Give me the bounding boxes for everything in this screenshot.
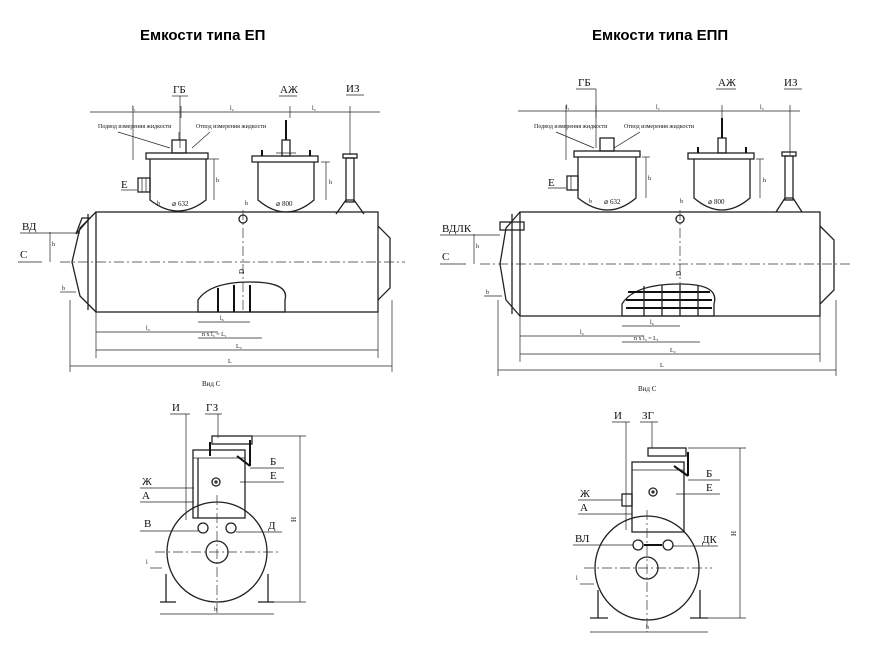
label-b: Б [270,456,276,468]
note-supply-r: Подвод измерения жидкости [534,124,608,130]
dim-D: D [238,269,246,274]
dim-H: H [290,517,298,522]
dim-b-end-r: b [646,625,649,631]
left-side-view: l₁ l₂ l₃ ГБ АЖ ИЗ Подвод измерения жидко… [18,83,405,372]
dim-b1-r: b [589,199,592,205]
dim-d800: ⌀ 800 [276,200,293,208]
right-end-view: И ЗГ Б Е Ж А ВЛ ДК l [573,410,746,633]
note-supply: Подвод измерения жидкости [98,124,172,130]
title-left: Емкости типа ЕП [140,27,266,44]
dim-l6-r: l₆ [650,320,654,326]
dim-s-left-r: b [486,290,489,296]
label-zg: ЗГ [642,410,654,422]
label-b-r: Б [706,468,712,480]
dim-H-r: H [730,531,738,536]
view-caption-right: Вид С [638,385,657,393]
label-iz-r: ИЗ [784,77,798,89]
label-i: И [172,402,180,414]
note-drain: Отвод измерения жидкости [196,124,267,130]
dim-l4-r: l₄ [580,330,584,336]
note-drain-r: Отвод измерения жидкости [624,124,695,130]
dim-nl5: n x l₅ = L₁ [202,332,227,338]
label-vd: ВД [22,221,37,233]
label-c: С [20,249,27,261]
dim-l6: l₆ [220,316,224,322]
dim-L2: L₂ [236,344,242,350]
dim-h1-r: h [648,176,651,182]
dim-L: L [228,359,232,365]
right-side-view: l₁ l₂ l₃ ГБ АЖ ИЗ Подвод измерения жидко… [440,77,850,376]
dim-L-r: L [660,363,664,369]
dim-l2: l₂ [230,106,234,112]
dim-l-end-r: l [576,576,578,582]
dim-h-left: h [52,242,55,248]
label-azh-r: АЖ [718,77,736,89]
label-e-end: Е [270,470,277,482]
dim-nl5-r: n x l₅ = L₁ [634,336,659,342]
dim-L2-r: L₂ [670,348,676,354]
dim-l1: l₁ [132,106,136,112]
label-a: А [142,490,150,502]
left-end-view: И ГЗ Б Е Ж А В Д [140,402,306,615]
dim-b2-r: b [680,199,683,205]
dim-h2: h [329,180,332,186]
dim-l3: l₃ [312,106,316,112]
dim-b1: b [157,201,160,207]
dim-h-left-r: h [476,244,479,250]
label-iz: ИЗ [346,83,360,95]
dim-l4: l₄ [146,326,150,332]
view-caption-left: Вид С [202,380,221,388]
dim-h1: h [216,178,219,184]
dim-s-left: b [62,286,65,292]
label-d: Д [268,520,276,532]
label-i-r: И [614,410,622,422]
label-e-end-r: Е [706,482,713,494]
label-a-r: А [580,502,588,514]
label-dk: ДК [702,534,718,546]
title-right: Емкости типа ЕПП [592,27,729,44]
dim-d632-r: ⌀ 632 [604,198,621,206]
label-gb: ГБ [173,84,186,96]
dim-l2-r: l₂ [656,105,660,111]
label-v: В [144,518,151,530]
label-e-r: Е [548,177,555,189]
label-vdlk: ВДЛК [442,223,472,235]
dim-b-end: b [214,607,217,613]
dim-l3-r: l₃ [760,105,764,111]
label-gz: ГЗ [206,402,219,414]
label-vl: ВЛ [575,533,590,545]
dim-d800-r: ⌀ 800 [708,198,725,206]
label-zh-r: Ж [580,488,590,500]
dim-l-end: l [146,560,148,566]
dim-l1-r: l₁ [566,105,570,111]
label-zh: Ж [142,476,152,488]
dim-d632: ⌀ 632 [172,200,189,208]
label-e: Е [121,179,128,191]
label-c-r: С [442,251,449,263]
label-gb-r: ГБ [578,77,591,89]
dim-h2-r: h [763,178,766,184]
label-azh: АЖ [280,84,298,96]
dim-b2: b [245,201,248,207]
dim-D-r: D [675,271,683,276]
